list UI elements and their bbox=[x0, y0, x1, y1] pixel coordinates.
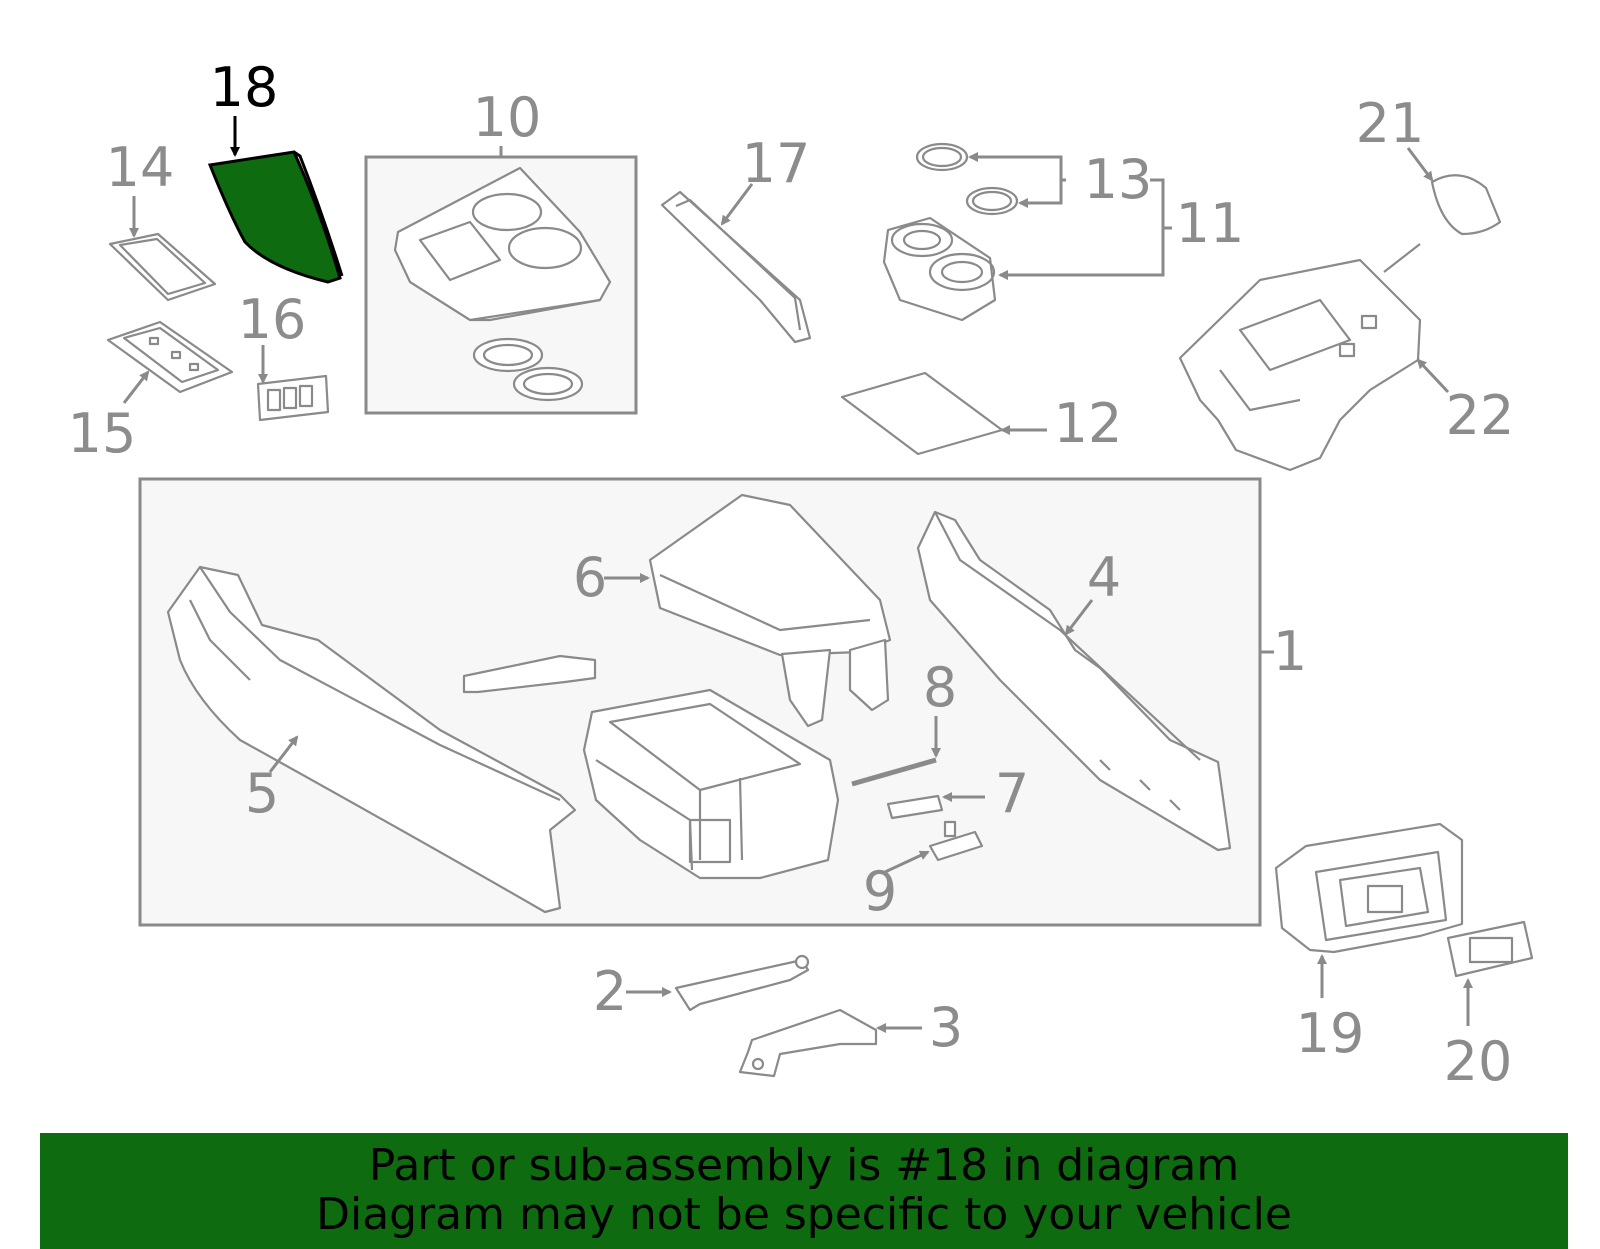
callout-6: 6 bbox=[573, 546, 607, 609]
callout-15: 15 bbox=[68, 402, 137, 465]
part-6[interactable] bbox=[648, 493, 892, 728]
part-10[interactable] bbox=[393, 166, 612, 402]
leader-4 bbox=[1064, 599, 1094, 636]
leader-9 bbox=[884, 850, 930, 874]
callout-14: 14 bbox=[106, 136, 175, 199]
leader-5 bbox=[268, 735, 299, 773]
callout-22: 22 bbox=[1446, 384, 1515, 447]
leader-15 bbox=[122, 370, 150, 404]
leader-11-bracket bbox=[1002, 178, 1172, 277]
part-18-highlighted[interactable] bbox=[207, 150, 344, 284]
leader-17 bbox=[720, 183, 754, 226]
part-17[interactable] bbox=[660, 190, 812, 344]
banner-line-1: Part or sub-assembly is #18 in diagram bbox=[368, 1140, 1240, 1191]
part-4[interactable] bbox=[916, 510, 1232, 852]
callout-17: 17 bbox=[742, 132, 811, 195]
part-console-box[interactable] bbox=[582, 688, 840, 880]
callout-20: 20 bbox=[1444, 1030, 1513, 1093]
callout-1: 1 bbox=[1273, 620, 1307, 683]
callout-5: 5 bbox=[245, 762, 279, 825]
part-14[interactable] bbox=[108, 232, 217, 302]
part-16[interactable] bbox=[256, 374, 330, 422]
part-9[interactable] bbox=[928, 820, 984, 862]
part-5[interactable] bbox=[166, 565, 577, 914]
callout-19: 19 bbox=[1296, 1002, 1365, 1065]
callout-16: 16 bbox=[238, 288, 307, 351]
part-19[interactable] bbox=[1274, 822, 1464, 954]
leader-22 bbox=[1416, 358, 1450, 394]
info-banner: Part or sub-assembly is #18 in diagram D… bbox=[40, 1133, 1568, 1249]
callout-12: 12 bbox=[1054, 392, 1123, 455]
part-8[interactable] bbox=[851, 757, 937, 787]
part-12[interactable] bbox=[840, 371, 1004, 456]
callout-4: 4 bbox=[1087, 546, 1121, 609]
part-13-rings[interactable] bbox=[915, 142, 1019, 216]
callout-18: 18 bbox=[210, 56, 279, 119]
callout-21: 21 bbox=[1356, 92, 1425, 155]
part-clip[interactable] bbox=[462, 654, 597, 694]
callout-8: 8 bbox=[923, 656, 957, 719]
part-21[interactable] bbox=[1430, 174, 1502, 236]
callout-10: 10 bbox=[473, 86, 542, 149]
part-11[interactable] bbox=[882, 216, 997, 322]
callout-2: 2 bbox=[593, 960, 627, 1023]
part-7[interactable] bbox=[886, 794, 944, 820]
leader-21 bbox=[1406, 147, 1434, 182]
callout-3: 3 bbox=[929, 996, 963, 1059]
callout-7: 7 bbox=[995, 762, 1029, 825]
part-20[interactable] bbox=[1446, 920, 1534, 978]
part-15[interactable] bbox=[106, 320, 234, 394]
callout-13: 13 bbox=[1084, 148, 1153, 211]
part-2[interactable] bbox=[674, 954, 810, 1012]
banner-line-2: Diagram may not be specific to your vehi… bbox=[316, 1189, 1292, 1240]
callout-11: 11 bbox=[1176, 192, 1245, 255]
part-3[interactable] bbox=[738, 1008, 878, 1078]
callout-9: 9 bbox=[863, 860, 897, 923]
part-22[interactable] bbox=[1178, 243, 1422, 472]
